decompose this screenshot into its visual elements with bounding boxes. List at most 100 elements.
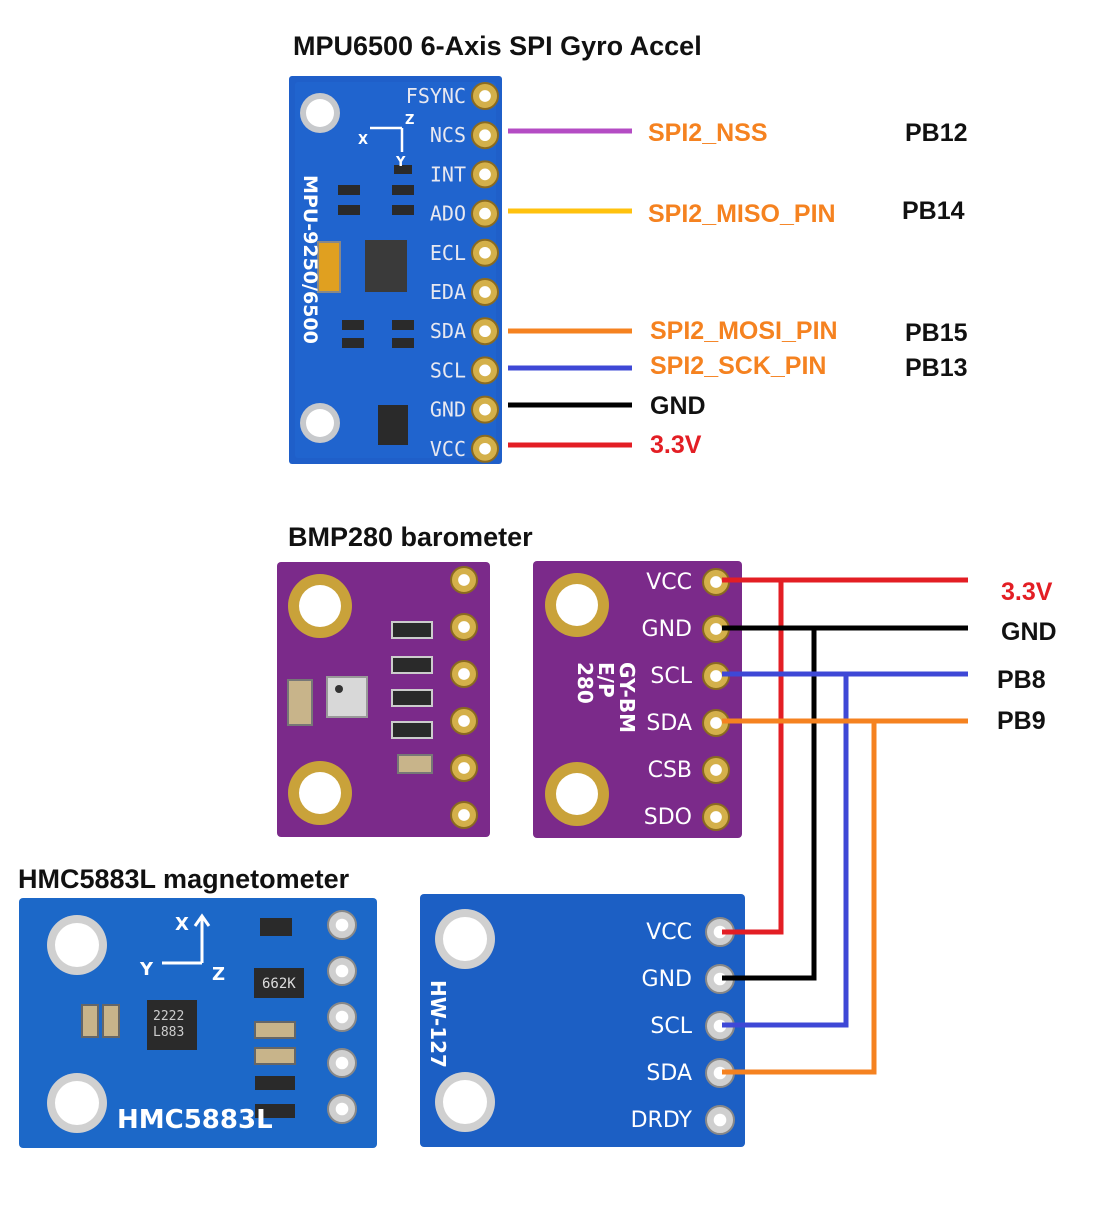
pin-hole: [713, 925, 727, 939]
pin-label-gnd: GND: [430, 398, 466, 422]
pin-label-sda: SDA: [430, 319, 466, 343]
pin-label-gnd: GND: [642, 967, 692, 992]
bmp-board-text-3: 280: [573, 662, 597, 704]
label-pb13: PB13: [905, 354, 968, 382]
pin-label-scl: SCL: [430, 358, 466, 382]
mpu-axis-icon: [370, 126, 404, 152]
pin-label-sda: SDA: [646, 1061, 692, 1086]
pin-hole: [479, 246, 491, 259]
pin-hole: [710, 764, 722, 776]
label-spi2-miso: SPI2_MISO_PIN: [648, 200, 836, 228]
pin-label-sda: SDA: [646, 711, 692, 736]
pin-hole: [458, 715, 470, 727]
bus-label-pb9: PB9: [997, 707, 1046, 735]
pin-hole: [710, 576, 722, 588]
hmc-axis-z: Z: [212, 964, 225, 985]
pin-hole: [458, 809, 470, 821]
pin-label-eda: EDA: [430, 280, 466, 304]
label-3v3: 3.3V: [650, 431, 702, 459]
pin-hole: [713, 1113, 727, 1127]
mpu-board-text: MPU-9250/6500: [299, 175, 321, 344]
label-pb15: PB15: [905, 319, 968, 347]
pin-hole: [479, 403, 491, 416]
pin-hole: [458, 668, 470, 680]
mpu-chip: [365, 240, 407, 292]
pin-label-fsync: FSYNC: [406, 84, 466, 108]
pin-label-ncs: NCS: [430, 123, 466, 147]
hmc-front-pin-header: [327, 910, 357, 1124]
pin-label-vcc: VCC: [646, 570, 692, 595]
pin-label-vcc: VCC: [646, 920, 692, 945]
pin-hole: [479, 90, 491, 102]
pin-label-gnd: GND: [642, 617, 692, 642]
hmc-board-text: HMC5883L: [117, 1105, 273, 1135]
pin-hole: [479, 442, 491, 455]
pin-label-vcc: VCC: [430, 437, 466, 461]
pin-hole: [710, 811, 722, 823]
mpu-title: MPU6500 6-Axis SPI Gyro Accel: [293, 31, 702, 61]
mpu-regulator: [378, 405, 408, 445]
hmc-axis-icon: [162, 913, 211, 965]
hmc-front-board: 2222 L883 662K X Y Z HMC5883L: [19, 898, 377, 1148]
label-pb12: PB12: [905, 119, 968, 147]
pin-label-ecl: ECL: [430, 241, 466, 265]
hmc-chip: [147, 1000, 197, 1050]
pin-hole: [458, 621, 470, 633]
pin-label-csb: CSB: [648, 758, 692, 783]
pin-hole: [710, 623, 722, 635]
hmc-title: HMC5883L magnetometer: [18, 864, 350, 894]
pin-hole: [479, 364, 491, 377]
pin-hole: [335, 964, 349, 978]
hmc-chip-text-1: 2222: [153, 1009, 184, 1024]
pin-hole: [479, 207, 491, 220]
label-spi2-mosi: SPI2_MOSI_PIN: [650, 317, 838, 345]
bus-power-drop: [722, 580, 784, 935]
label-gnd: GND: [650, 392, 706, 420]
hmc-back-board: HW-127: [420, 894, 745, 1147]
pin-hole: [458, 762, 470, 774]
bmp-board-text-1: GY-BM: [615, 662, 639, 733]
pin-hole: [335, 1056, 349, 1070]
mpu-axis-z: Z: [405, 113, 414, 128]
hmc-chip-text-2: L883: [153, 1025, 184, 1040]
bmp-title: BMP280 barometer: [288, 522, 533, 552]
mpu-axis-y: Y: [395, 155, 406, 170]
bmp-front-board: [277, 562, 490, 837]
pin-hole: [335, 1010, 349, 1024]
bmp-sensor-chip: [326, 676, 368, 718]
pin-hole: [479, 286, 491, 298]
pin-label-drdy: DRDY: [631, 1108, 693, 1133]
mpu-pin-header: FSYNC NCS INT ADO ECL EDA SDA SCL GND VCC: [406, 82, 499, 463]
pin-label-sdo: SDO: [644, 805, 692, 830]
pin-hole: [458, 574, 470, 586]
pin-hole: [710, 670, 722, 682]
pin-hole: [335, 918, 349, 932]
pin-hole: [335, 1102, 349, 1116]
bmp-back-board: GY-BM E/P 280: [533, 561, 742, 838]
hmc-back-text: HW-127: [426, 980, 450, 1068]
pin-label-scl: SCL: [650, 1014, 692, 1039]
pin-hole: [479, 168, 491, 181]
bus-gnd-drop: [722, 628, 817, 981]
bus-scl-drop: [722, 674, 849, 1028]
bmp-front-pin-header: [450, 566, 478, 829]
pin-label-scl: SCL: [650, 664, 692, 689]
label-pb14: PB14: [902, 197, 965, 225]
bus-label-pb8: PB8: [997, 666, 1046, 694]
pin-label-ado: ADO: [430, 202, 466, 226]
hmc-axis-y: Y: [139, 959, 154, 980]
mpu-board: X Y Z MPU-9250/6500: [289, 76, 502, 464]
pin-hole: [479, 325, 491, 338]
label-spi2-nss: SPI2_NSS: [648, 119, 768, 147]
label-spi2-sck: SPI2_SCK_PIN: [650, 352, 826, 380]
pin-label-int: INT: [430, 162, 466, 186]
mpu-axis-x: X: [358, 133, 368, 148]
hmc-axis-x: X: [175, 914, 189, 935]
hmc-marking: 662K: [262, 976, 296, 992]
bus-sda-drop: [722, 721, 877, 1075]
bus-label-gnd: GND: [1001, 618, 1057, 646]
pin-hole: [710, 717, 722, 729]
bmp-board-text-2: E/P: [594, 662, 618, 698]
bus-label-3v3: 3.3V: [1001, 578, 1053, 606]
